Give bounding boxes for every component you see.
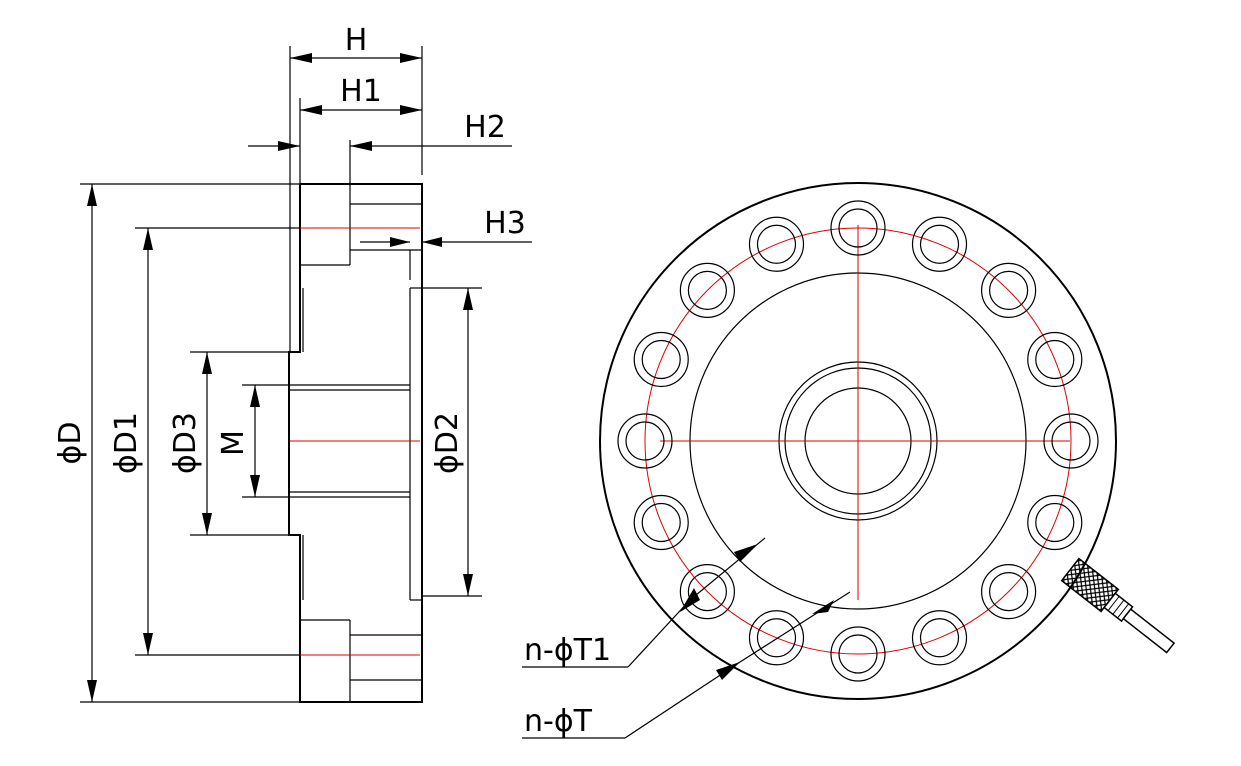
callout-t-label: n-ϕT: [524, 704, 593, 739]
hole-callouts: n-ϕT1 n-ϕT: [522, 537, 851, 739]
bolt-holes: [617, 200, 1099, 682]
dim-d3-label: ϕD3: [168, 412, 203, 474]
bolt-hole: [748, 216, 805, 272]
dim-h3-label: H3: [484, 206, 526, 241]
dim-h1-label: H1: [340, 74, 382, 109]
bolt-hole: [830, 200, 886, 256]
dim-d1-label: ϕD1: [109, 412, 144, 474]
dim-d-label: ϕD: [53, 422, 88, 465]
dim-h2-label: H2: [464, 110, 506, 145]
outer-ring: [599, 182, 1117, 700]
bolt-hole: [679, 262, 735, 318]
bolt-hole: [633, 331, 689, 388]
cable-connector: [1060, 557, 1176, 654]
callout-t1-label: n-ϕT1: [524, 633, 611, 668]
bolt-hole: [633, 494, 689, 551]
bottom-counterbore: [300, 619, 422, 702]
bolt-hole: [1027, 331, 1083, 388]
dim-m-label: M: [216, 430, 251, 456]
side-dimensions: H H1 H2 H3 ϕD ϕD1 ϕD3 M ϕD2: [53, 23, 532, 703]
bolt-hole: [981, 564, 1037, 620]
top-counterbore: [300, 184, 422, 266]
bolt-hole: [911, 216, 968, 272]
bolt-hole: [748, 610, 805, 666]
bolt-hole: [981, 262, 1037, 318]
front-view: [599, 182, 1117, 700]
bolt-hole: [830, 626, 886, 682]
dim-h-label: H: [345, 23, 368, 58]
bolt-hole: [911, 610, 968, 666]
side-body-outline: [288, 183, 423, 703]
dim-d2-label: ϕD2: [430, 412, 465, 474]
bolt-hole: [617, 413, 673, 469]
side-view: [288, 183, 423, 703]
bolt-hole: [679, 564, 735, 620]
bolt-hole: [1043, 413, 1099, 469]
bolt-hole: [1027, 494, 1083, 551]
